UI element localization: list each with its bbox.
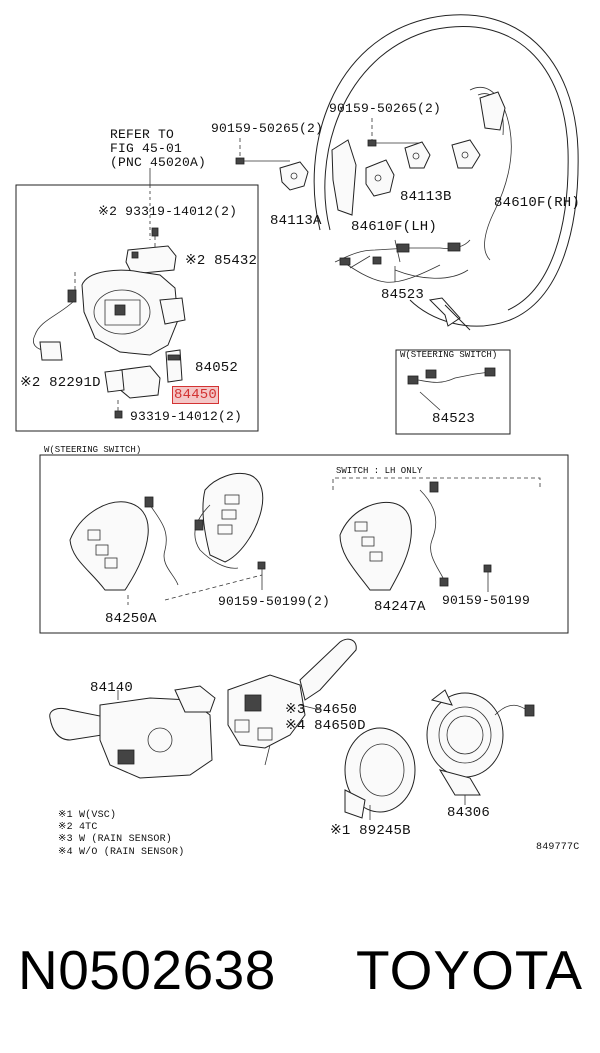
brand-caption: TOYOTA bbox=[356, 939, 584, 1001]
clock-spring-assembly bbox=[81, 269, 179, 356]
module-85432 bbox=[125, 245, 177, 275]
harness-84523 bbox=[334, 239, 471, 282]
refer-note-line-3: (PNC 45020A) bbox=[110, 155, 207, 170]
label-84450: 84450 bbox=[171, 386, 220, 404]
switch-84250a-left bbox=[69, 501, 149, 591]
switch-box-title: W(STEERING SWITCH) bbox=[44, 445, 142, 455]
screw-top bbox=[151, 227, 159, 250]
label-84113a: 84113A bbox=[270, 213, 322, 229]
harness-82291d bbox=[39, 341, 63, 361]
bolt-90159-left bbox=[235, 138, 290, 165]
label-bolt-left: 90159-50265(2) bbox=[211, 121, 324, 136]
paddle-lh bbox=[331, 139, 357, 216]
legend-item-4: ※4 W/O (RAIN SENSOR) bbox=[58, 847, 185, 858]
label-84052: 84052 bbox=[195, 360, 239, 376]
label-82291d: ※2 82291D bbox=[20, 375, 101, 391]
legend-item-3: ※3 W (RAIN SENSOR) bbox=[58, 834, 172, 845]
label-84140: 84140 bbox=[90, 680, 134, 696]
bolt-a bbox=[257, 561, 266, 570]
switch-box-subtitle: SWITCH : LH ONLY bbox=[336, 466, 423, 476]
refer-note-line-1: REFER TO bbox=[110, 127, 175, 142]
label-bolt-b: 90159-50199 bbox=[442, 593, 531, 608]
part-number-caption: N0502638 bbox=[18, 939, 276, 1001]
bracket-84610f-rh bbox=[451, 139, 481, 169]
label-84247a: 84247A bbox=[374, 599, 426, 615]
legend-item-2: ※2 4TC bbox=[58, 822, 98, 833]
legend-item-1: ※1 W(VSC) bbox=[58, 810, 117, 821]
spiral-cable-84306 bbox=[426, 689, 535, 805]
label-screw-top: ※2 93319-14012(2) bbox=[98, 204, 238, 219]
label-84610f-lh: 84610F(LH) bbox=[351, 219, 438, 235]
steering-wheel bbox=[313, 14, 579, 327]
label-84113b: 84113B bbox=[400, 189, 452, 205]
label-84250a: 84250A bbox=[105, 611, 157, 627]
sensor-89245b bbox=[344, 727, 416, 820]
switch-84650 bbox=[227, 638, 357, 766]
refer-note-line-2: FIG 45-01 bbox=[110, 141, 183, 156]
paddle-rh bbox=[479, 91, 506, 131]
switch-84250a-right bbox=[202, 473, 264, 563]
label-84650d: ※4 84650D bbox=[285, 718, 366, 734]
label-85432: ※2 85432 bbox=[185, 253, 258, 269]
switch-84140 bbox=[49, 685, 216, 779]
switch-84247a bbox=[339, 501, 412, 591]
label-89245b: ※1 89245B bbox=[330, 823, 411, 839]
label-bolt-a: 90159-50199(2) bbox=[218, 594, 331, 609]
small-box-title: W(STEERING SWITCH) bbox=[400, 350, 498, 360]
arrow-indicator bbox=[428, 297, 461, 327]
sensor-84450 bbox=[117, 365, 161, 399]
label-84450-highlight: 84450 bbox=[171, 386, 220, 404]
bolt-b bbox=[483, 564, 492, 573]
bolt-90159-right bbox=[367, 118, 420, 147]
bracket-84113b-left bbox=[365, 159, 395, 197]
label-84650: ※3 84650 bbox=[285, 702, 358, 718]
label-84610f-rh: 84610F(RH) bbox=[494, 195, 581, 211]
harness-box bbox=[395, 349, 511, 435]
label-screw-bottom: 93319-14012(2) bbox=[130, 409, 243, 424]
label-bolt-right: 90159-50265(2) bbox=[329, 101, 442, 116]
bracket-84113b-right bbox=[404, 141, 431, 169]
switch-box bbox=[39, 454, 569, 634]
top-left-box bbox=[15, 184, 259, 432]
bracket-84113a bbox=[279, 161, 309, 191]
label-84306: 84306 bbox=[447, 805, 491, 821]
screw-bottom bbox=[114, 400, 123, 419]
label-84523: 84523 bbox=[381, 287, 425, 303]
small-box-part: 84523 bbox=[432, 411, 476, 427]
figure-code: 849777C bbox=[536, 842, 580, 853]
